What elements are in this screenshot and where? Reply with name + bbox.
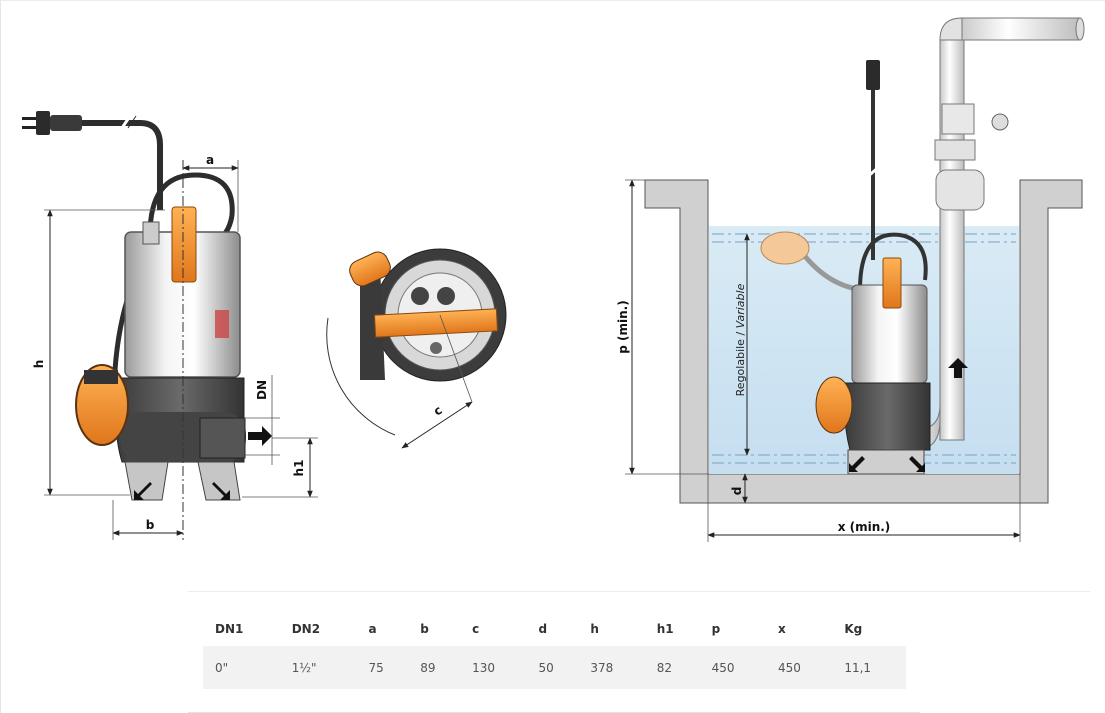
header-c: c <box>472 622 480 636</box>
header-h: h <box>590 622 599 636</box>
dim-label-h: h <box>32 360 46 369</box>
variable-label-en: Variable <box>734 283 747 328</box>
cell-c: 130 <box>460 646 527 689</box>
cell-p: 450 <box>699 646 766 689</box>
dim-label-x: x (min.) <box>838 520 891 534</box>
section-divider <box>188 591 1090 592</box>
top-border <box>0 0 1105 1</box>
header-p: p <box>711 622 721 636</box>
sump-installation-view: p (min.) d x (min.) Regolabile / Variabl… <box>616 17 1085 542</box>
variable-label-it: Regolabile / <box>734 328 747 396</box>
cell-h: 378 <box>578 646 645 689</box>
header-dn1: DN1 <box>215 622 244 636</box>
cell-kg: 11,1 <box>832 646 906 689</box>
pump-side-view: a h DN h1 b <box>22 111 318 540</box>
dim-label-b: b <box>146 518 155 532</box>
header-b: b <box>420 622 429 636</box>
pump-top-view: c <box>326 248 507 449</box>
cell-h1: 82 <box>644 646 700 689</box>
dim-label-h1: h1 <box>292 460 306 477</box>
dim-label-p: p (min.) <box>616 300 630 353</box>
left-border <box>0 0 1 713</box>
dim-label-dn: DN <box>255 380 269 400</box>
cell-dn2: 1½" <box>279 646 357 689</box>
dim-label-c: c <box>431 403 445 419</box>
cell-b: 89 <box>408 646 461 689</box>
power-plug-icon <box>22 111 82 135</box>
cell-dn1: 0" <box>203 646 280 689</box>
dim-label-d: d <box>730 487 744 496</box>
header-x: x <box>777 622 786 636</box>
header-a: a <box>368 622 377 636</box>
cell-d: 50 <box>526 646 579 689</box>
cell-x: 450 <box>765 646 833 689</box>
pump-dimension-drawing: a h DN h1 b c <box>22 17 1085 542</box>
header-kg: Kg <box>844 622 863 636</box>
table-row: 0" 1½" 75 89 130 50 378 82 450 450 11,1 <box>203 646 906 689</box>
header-d: d <box>538 622 548 636</box>
variable-level-label: Regolabile / Variable <box>734 283 747 396</box>
specifications-table: DN1 DN2 a b c d h h1 p x Kg 0" 1½" 75 89… <box>203 612 906 689</box>
header-h1: h1 <box>656 622 674 636</box>
table-header-row: DN1 DN2 a b c d h h1 p x Kg <box>203 612 906 646</box>
dim-label-a: a <box>206 153 214 167</box>
header-dn2: DN2 <box>291 622 321 636</box>
cell-a: 75 <box>356 646 409 689</box>
